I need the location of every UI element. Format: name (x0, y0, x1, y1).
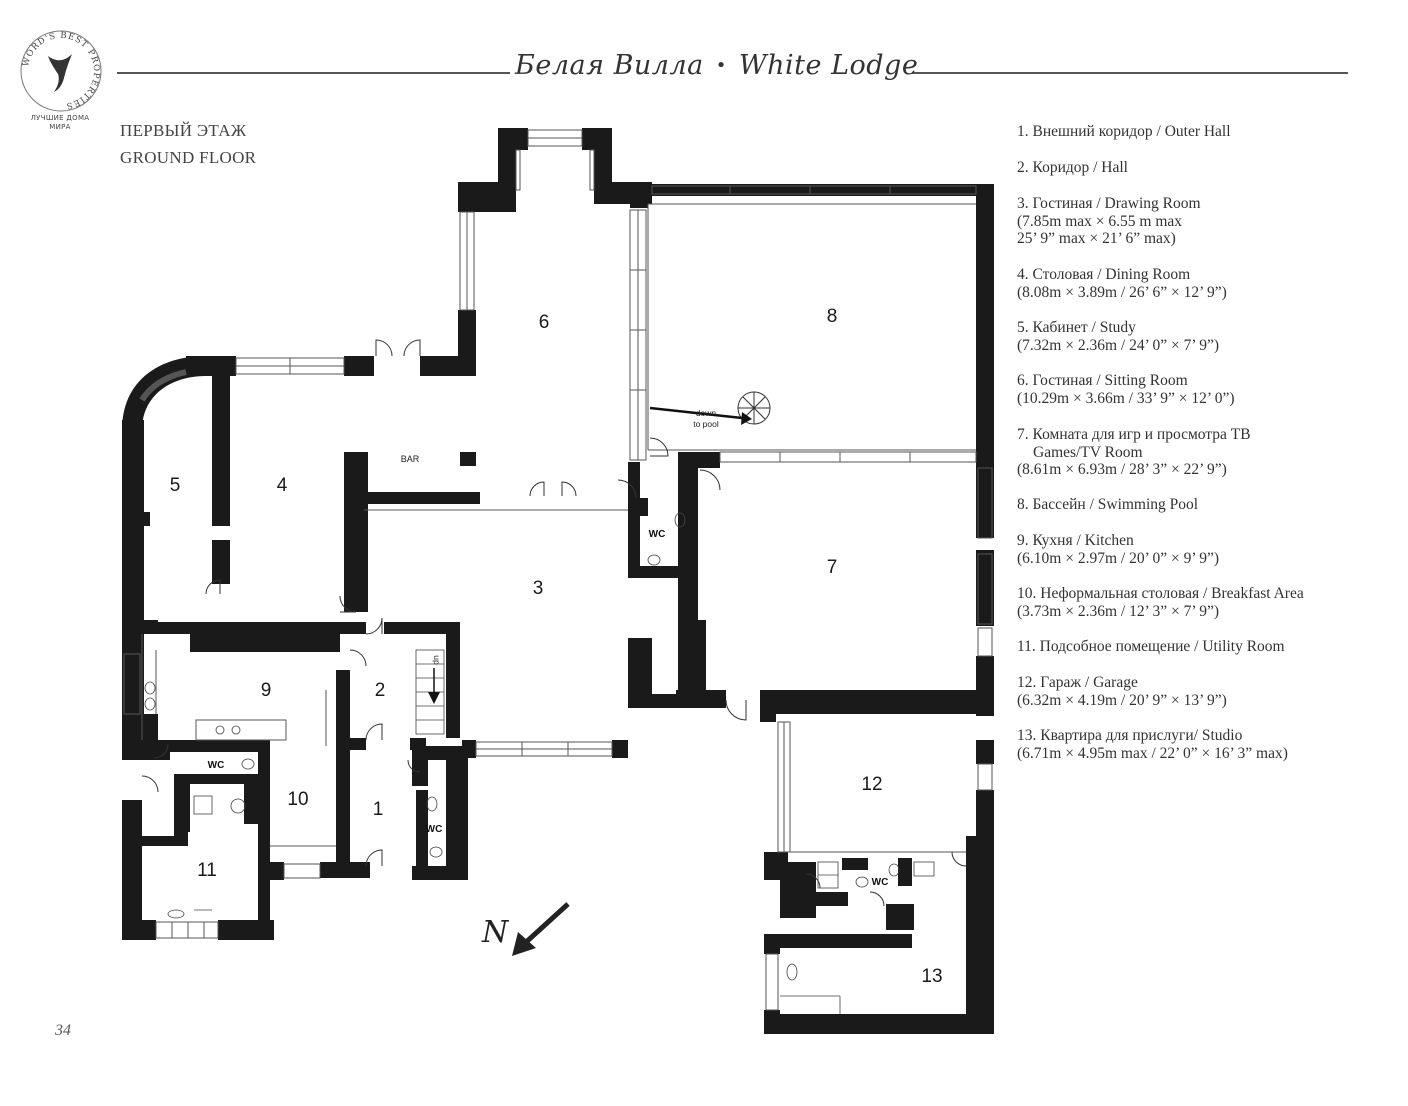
legend-line: (8.08m × 3.89m / 26’ 6” × 12’ 9”) (1017, 283, 1227, 301)
legend-line: 10. Неформальная столовая / Breakfast Ar… (1017, 585, 1304, 602)
stair-up-arrow-icon (428, 668, 440, 704)
room-number-11: 11 (197, 860, 217, 881)
curved-wall (122, 356, 206, 430)
wc-label-drawing: WC (649, 529, 666, 540)
room-number-8: 8 (827, 306, 838, 327)
header-rule-right (912, 72, 1348, 74)
fixtures (144, 512, 935, 1014)
pool-stair-label-1: down (696, 408, 717, 418)
room-number-1: 1 (373, 799, 384, 820)
pool-stair-arrow (649, 406, 752, 425)
header-rule-left (117, 72, 510, 74)
legend-line: 2. Коридор / Hall (1017, 159, 1128, 176)
page-title: Белая Вилла • White Lodge (515, 50, 918, 81)
walls (122, 128, 994, 1034)
room-number-2: 2 (375, 680, 386, 701)
legend-line: 4. Столовая / Dining Room (1017, 266, 1191, 283)
room-number-7: 7 (827, 557, 838, 578)
legend-item-8: 8. Бассейн / Swimming Pool (1017, 496, 1397, 514)
wc-label-kitchen: WC (208, 760, 225, 771)
legend-line: (6.10m × 2.97m / 20’ 0” × 9’ 9”) (1017, 549, 1220, 567)
logo-caption-2: МИРА (49, 123, 71, 131)
legend-line: 8. Бассейн / Swimming Pool (1017, 496, 1199, 513)
legend-line: 7. Комната для игр и просмотра ТВ (1017, 426, 1251, 443)
legend-line: 25’ 9” max × 21’ 6” max) (1017, 230, 1176, 248)
room-number-6: 6 (539, 312, 550, 333)
legend-item-11: 11. Подсобное помещение / Utility Room (1017, 638, 1397, 656)
bar-label: BAR (401, 454, 420, 464)
legend-item-3: 3. Гостиная / Drawing Room (7.85m max × … (1017, 195, 1397, 248)
legend-line: 5. Кабинет / Study (1017, 319, 1136, 336)
legend-line: 9. Кухня / Kitchen (1017, 532, 1134, 549)
stair-up-label: up (432, 655, 442, 665)
legend-item-10: 10. Неформальная столовая / Breakfast Ar… (1017, 585, 1397, 620)
wc-label-hall: WC (426, 824, 443, 835)
pool-stair-label-2: to pool (693, 419, 719, 429)
legend-line: 13. Квартира для прислуги/ Studio (1017, 727, 1243, 744)
legend-line: 12. Гараж / Garage (1017, 674, 1138, 691)
legend-line: 11. Подсобное помещение / Utility Room (1017, 638, 1285, 655)
legend-line: (10.29m × 3.66m / 33’ 9” × 12’ 0”) (1017, 389, 1235, 407)
title-separator: • (715, 55, 727, 76)
floor-label-ru: ПЕРВЫЙ ЭТАЖ (120, 121, 247, 140)
windows (123, 129, 993, 1011)
room-number-13: 13 (921, 966, 942, 987)
legend-item-4: 4. Столовая / Dining Room (8.08m × 3.89m… (1017, 266, 1397, 301)
legend-item-6: 6. Гостиная / Sitting Room (10.29m × 3.6… (1017, 372, 1397, 407)
room-number-12: 12 (861, 774, 882, 795)
legend-line: (7.32m × 2.36m / 24’ 0” × 7’ 9”) (1017, 336, 1220, 354)
legend-line: Games/TV Room (1033, 443, 1143, 461)
legend-item-12: 12. Гараж / Garage (6.32m × 4.19m / 20’ … (1017, 674, 1397, 709)
logo: WORD'S BEST PROPERTIES (20, 30, 102, 112)
room-number-4: 4 (277, 475, 288, 496)
room-number-9: 9 (261, 680, 272, 701)
legend-line: (7.85m max × 6.55 m max (1017, 212, 1183, 230)
room-number-10: 10 (287, 789, 308, 810)
room-number-3: 3 (533, 578, 544, 599)
legend-line: 1. Внешний коридор / Outer Hall (1017, 123, 1231, 140)
legend-line: (6.32m × 4.19m / 20’ 9” × 13’ 9”) (1017, 691, 1227, 709)
legend-item-9: 9. Кухня / Kitchen (6.10m × 2.97m / 20’ … (1017, 532, 1397, 567)
north-label: N (481, 915, 510, 950)
legend-item-13: 13. Квартира для прислуги/ Studio (6.71m… (1017, 727, 1397, 762)
north-arrow-icon (512, 902, 570, 956)
page-number: 34 (55, 1022, 71, 1039)
legend-item-5: 5. Кабинет / Study (7.32m × 2.36m / 24’ … (1017, 319, 1397, 354)
title-en: White Lodge (738, 50, 919, 81)
logo-figure-icon (48, 54, 72, 92)
legend-line: (3.73m × 2.36m / 12’ 3” × 7’ 9”) (1017, 602, 1220, 620)
legend-line: 3. Гостиная / Drawing Room (1017, 195, 1201, 212)
wc-label-studio: WC (872, 877, 889, 888)
room-number-5: 5 (170, 475, 181, 496)
legend-item-7: 7. Комната для игр и просмотра ТВ Games/… (1017, 426, 1397, 479)
logo-caption-1: ЛУЧШИЕ ДОМА (30, 114, 90, 122)
legend-line: (8.61m × 6.93m / 28’ 3” × 22’ 9”) (1017, 461, 1227, 479)
title-ru: Белая Вилла (515, 50, 704, 81)
doors (141, 339, 967, 907)
legend-line: (6.71m × 4.95m max / 22’ 0” × 16’ 3” max… (1017, 744, 1288, 762)
legend-item-2: 2. Коридор / Hall (1017, 159, 1397, 177)
floor-label-en: GROUND FLOOR (120, 148, 257, 167)
legend-item-1: 1. Внешний коридор / Outer Hall (1017, 123, 1397, 141)
legend-line: 6. Гостиная / Sitting Room (1017, 372, 1188, 389)
